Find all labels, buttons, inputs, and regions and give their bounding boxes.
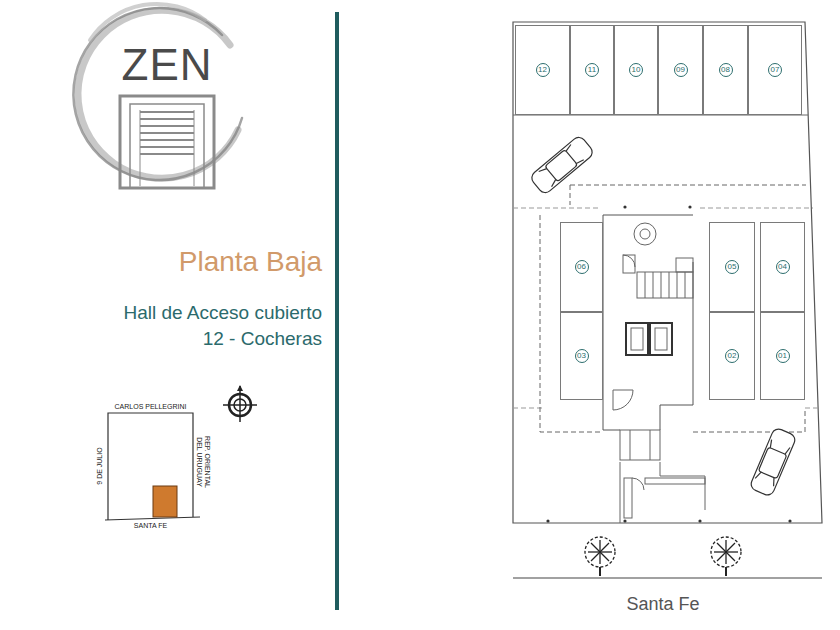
car-icon xyxy=(529,135,595,196)
parking-space: 03 xyxy=(560,312,603,400)
space-number: 08 xyxy=(719,63,733,77)
parking-space: 12 xyxy=(515,25,570,115)
parking-space: 07 xyxy=(748,25,802,115)
space-number: 06 xyxy=(575,260,589,274)
tree-icon xyxy=(585,537,615,576)
parking-space: 11 xyxy=(570,25,614,115)
street-line xyxy=(513,577,822,578)
space-number: 05 xyxy=(725,260,739,274)
location-map xyxy=(105,413,200,520)
street-name: CARLOS PELLEGRINI xyxy=(108,403,193,411)
parking-space: 09 xyxy=(658,25,703,115)
space-number: 04 xyxy=(776,260,790,274)
subtitle-text: 12 - Cocheras xyxy=(40,328,322,350)
street-name: 9 DE JULIO xyxy=(96,426,104,506)
floor-plan xyxy=(513,22,822,523)
space-number: 02 xyxy=(725,349,739,363)
space-number: 11 xyxy=(585,63,599,77)
parking-space: 08 xyxy=(703,25,748,115)
space-number: 07 xyxy=(768,63,782,77)
plan-title: Planta Baja xyxy=(179,246,322,278)
parking-space: 06 xyxy=(560,222,603,312)
street-name: REP. ORIENTAL DEL URUGUAY xyxy=(195,432,211,492)
parking-space: 10 xyxy=(614,25,658,115)
space-number: 01 xyxy=(776,349,790,363)
subtitle-text: Hall de Acceso cubierto xyxy=(40,302,322,324)
street-name: Santa Fe xyxy=(600,594,726,615)
space-number: 09 xyxy=(674,63,688,77)
parking-space: 02 xyxy=(709,312,755,400)
north-compass xyxy=(223,385,257,422)
logo-text: ZEN xyxy=(112,40,222,91)
logo-building xyxy=(120,96,214,188)
divider-line xyxy=(335,12,339,610)
space-number: 12 xyxy=(536,63,550,77)
tree-icon xyxy=(711,537,741,576)
parking-space: 04 xyxy=(760,222,805,312)
street-name: SANTA FE xyxy=(108,522,193,530)
parking-space: 01 xyxy=(760,312,805,400)
parking-space: 05 xyxy=(709,222,755,312)
logo-ring xyxy=(73,4,242,180)
space-number: 10 xyxy=(629,63,643,77)
car-icon xyxy=(749,427,797,497)
space-number: 03 xyxy=(575,349,589,363)
